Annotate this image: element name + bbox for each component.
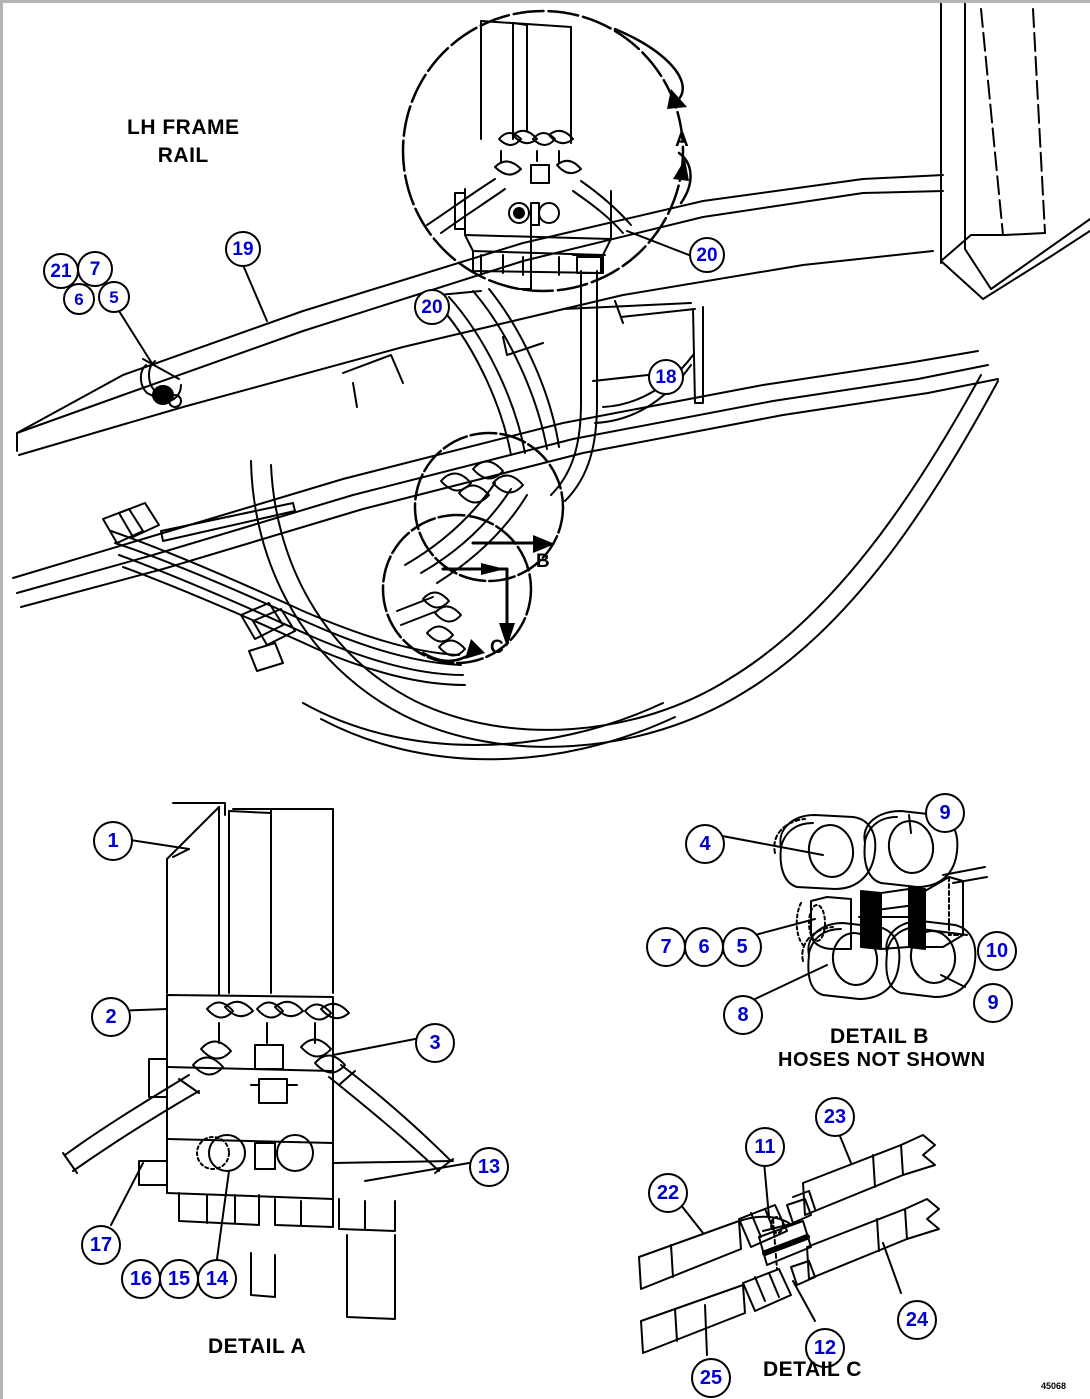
- callout-detail-b-4[interactable]: 4: [685, 824, 725, 864]
- callout-detail-b-8[interactable]: 8: [723, 995, 763, 1035]
- callout-detail-a-15[interactable]: 15: [159, 1259, 199, 1299]
- callout-detail-a-1[interactable]: 1: [93, 821, 133, 861]
- callout-main-view-7[interactable]: 7: [77, 251, 113, 287]
- detail-circle-b: [413, 431, 565, 583]
- page-title-line1: LH FRAME: [127, 116, 240, 139]
- callout-detail-a-3[interactable]: 3: [415, 1023, 455, 1063]
- callout-main-view-18[interactable]: 18: [648, 359, 684, 395]
- callout-detail-a-16[interactable]: 16: [121, 1259, 161, 1299]
- detail-a-title: DETAIL A: [208, 1335, 307, 1358]
- callout-main-view-20[interactable]: 20: [689, 237, 725, 273]
- section-marker-b: B: [536, 551, 551, 572]
- callout-detail-a-2[interactable]: 2: [91, 997, 131, 1037]
- callout-detail-b-10[interactable]: 10: [977, 931, 1017, 971]
- callout-main-view-5[interactable]: 5: [98, 281, 130, 313]
- callout-detail-c-23[interactable]: 23: [815, 1097, 855, 1137]
- page-title-line2: RAIL: [157, 144, 209, 167]
- callout-detail-b-9[interactable]: 9: [973, 983, 1013, 1023]
- callout-detail-b-9[interactable]: 9: [925, 793, 965, 833]
- page-title: LH FRAME RAIL: [127, 116, 240, 168]
- callout-leader-lines: [110, 230, 690, 1182]
- coupling-cluster-mid: [396, 460, 524, 657]
- section-marker-c: C: [490, 637, 505, 658]
- detail-c-drawing: [638, 1118, 940, 1356]
- callout-detail-b-7[interactable]: 7: [646, 927, 686, 967]
- callout-detail-c-25[interactable]: 25: [691, 1358, 731, 1398]
- callout-detail-c-12[interactable]: 12: [805, 1328, 845, 1368]
- document-number: 45068: [1041, 1381, 1067, 1391]
- callout-detail-c-11[interactable]: 11: [745, 1127, 785, 1167]
- detail-b-drawing: [716, 810, 988, 1000]
- technical-line-art: [12, 3, 1090, 1356]
- callout-main-view-20[interactable]: 20: [414, 289, 450, 325]
- detail-circle-c: [381, 513, 533, 665]
- vertical-hose-18: [550, 254, 606, 502]
- callout-detail-a-13[interactable]: 13: [469, 1147, 509, 1187]
- rail-clamp-assembly: [139, 358, 182, 408]
- detail-b-title: DETAIL B: [830, 1025, 929, 1048]
- detail-b-subtitle: HOSES NOT SHOWN: [778, 1049, 986, 1071]
- callout-main-view-6[interactable]: 6: [63, 283, 95, 315]
- detail-a-drawing: [62, 802, 454, 1320]
- callout-detail-c-24[interactable]: 24: [897, 1300, 937, 1340]
- callout-detail-c-22[interactable]: 22: [648, 1173, 688, 1213]
- callout-detail-a-14[interactable]: 14: [197, 1259, 237, 1299]
- detail-c-title: DETAIL C: [763, 1358, 862, 1381]
- callout-detail-a-17[interactable]: 17: [81, 1225, 121, 1265]
- section-marker-a: A: [675, 130, 690, 151]
- detail-circle-a: [401, 9, 692, 293]
- callout-detail-b-5[interactable]: 5: [722, 927, 762, 967]
- frame-upright-members: [940, 3, 1090, 300]
- callout-detail-b-6[interactable]: 6: [684, 927, 724, 967]
- chassis-sweep-curve: [250, 374, 999, 761]
- lh-frame-rail: [12, 174, 999, 608]
- callout-main-view-19[interactable]: 19: [225, 231, 261, 267]
